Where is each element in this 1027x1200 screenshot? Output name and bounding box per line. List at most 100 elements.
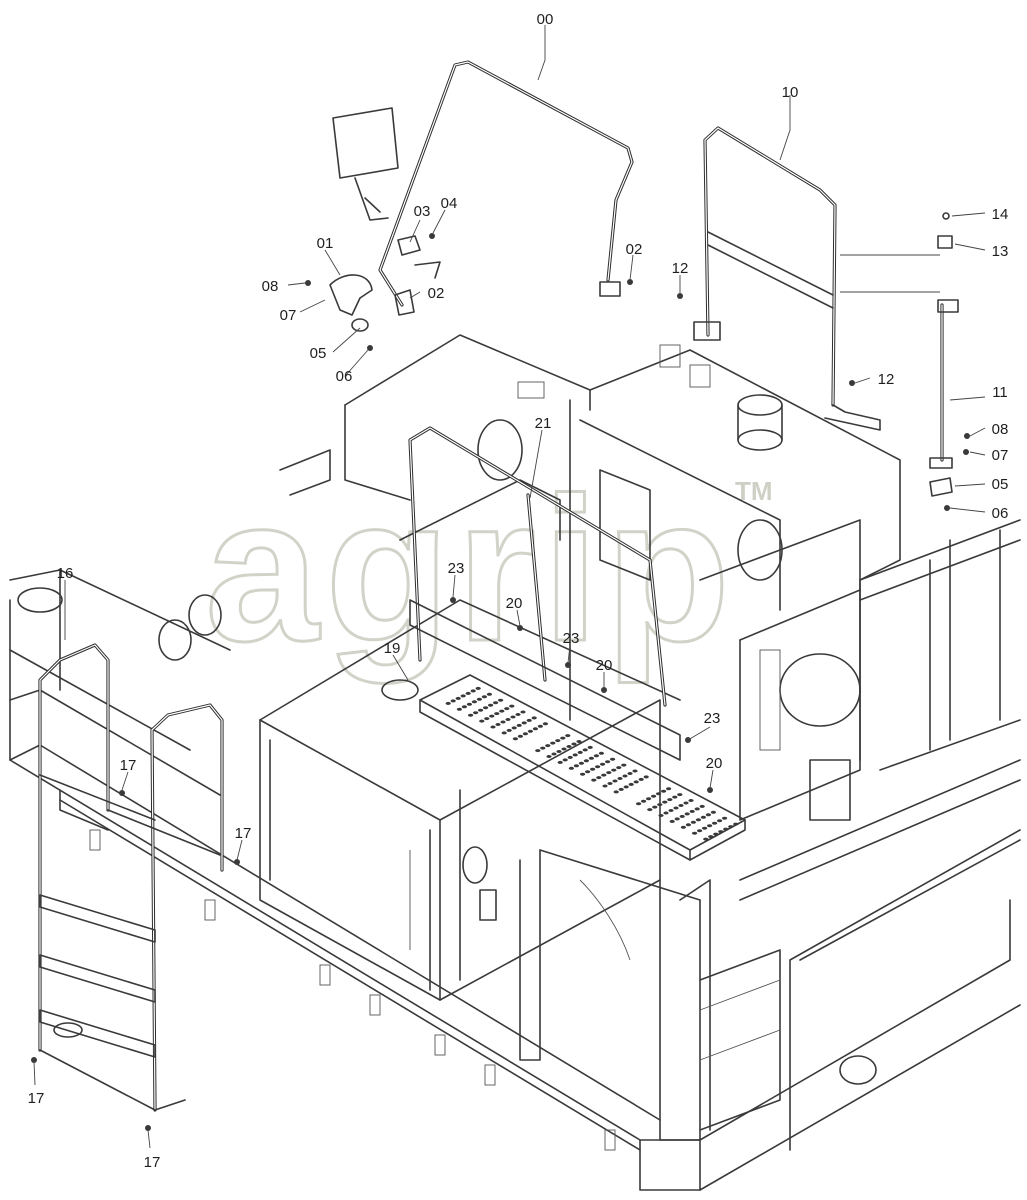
plate-hole bbox=[688, 799, 694, 802]
step-plate-holes bbox=[445, 686, 739, 841]
plate-hole bbox=[489, 714, 495, 718]
callout-08-left: 08 bbox=[262, 278, 279, 295]
plate-hole bbox=[516, 723, 522, 727]
plate-hole bbox=[583, 759, 590, 763]
plate-hole bbox=[484, 717, 490, 721]
plate-hole bbox=[520, 710, 526, 714]
plate-hole bbox=[545, 744, 551, 748]
plate-hole bbox=[632, 769, 638, 773]
plate-hole bbox=[685, 823, 692, 827]
plate-hole bbox=[667, 798, 673, 802]
plate-hole bbox=[471, 700, 477, 704]
plate-hole bbox=[571, 742, 577, 746]
callout-23-a: 23 bbox=[448, 560, 465, 577]
plate-hole bbox=[551, 752, 557, 756]
callout-19: 19 bbox=[384, 640, 401, 657]
plate-hole bbox=[674, 817, 680, 821]
plate-hole bbox=[562, 758, 568, 762]
plate-hole bbox=[490, 725, 496, 729]
callout-07-right: 07 bbox=[992, 447, 1009, 464]
callout-06-right: 06 bbox=[992, 505, 1009, 522]
watermark-text: agrip bbox=[205, 455, 736, 684]
callout-04: 04 bbox=[441, 195, 458, 212]
leader-lines bbox=[33, 25, 986, 1149]
bolts bbox=[31, 233, 970, 1131]
plate-hole bbox=[511, 726, 517, 730]
plate-hole bbox=[598, 751, 605, 755]
plate-hole bbox=[522, 732, 529, 736]
callout-17-d: 17 bbox=[144, 1154, 161, 1171]
callout-06-left: 06 bbox=[336, 368, 353, 385]
plate-hole bbox=[656, 792, 662, 796]
callout-21: 21 bbox=[535, 415, 552, 432]
plate-hole bbox=[535, 749, 541, 753]
part-19-step-plate bbox=[381, 599, 746, 861]
plate-hole bbox=[661, 789, 667, 793]
plate-hole bbox=[588, 756, 595, 760]
plate-hole bbox=[628, 782, 634, 786]
plate-hole bbox=[532, 727, 539, 731]
plate-hole bbox=[601, 773, 607, 777]
plate-hole bbox=[515, 713, 521, 716]
plate-hole bbox=[684, 812, 690, 816]
callout-16: 16 bbox=[57, 565, 74, 582]
plate-hole bbox=[616, 766, 622, 770]
plate-hole bbox=[613, 790, 619, 794]
part-21-guard-rail bbox=[408, 426, 667, 707]
callout-17-b: 17 bbox=[235, 825, 252, 842]
plate-hole bbox=[506, 728, 512, 732]
plate-hole bbox=[710, 810, 717, 814]
plate-hole bbox=[695, 818, 702, 822]
plate-hole bbox=[565, 734, 571, 738]
callout-17-a: 17 bbox=[120, 757, 137, 774]
plate-hole bbox=[703, 837, 709, 841]
plate-hole bbox=[605, 760, 611, 764]
plate-hole bbox=[677, 793, 683, 797]
plate-hole bbox=[602, 784, 608, 788]
plate-hole bbox=[479, 719, 485, 723]
plate-hole bbox=[611, 768, 617, 772]
plate-hole bbox=[510, 715, 516, 719]
plate-hole bbox=[483, 706, 489, 710]
plate-hole bbox=[651, 794, 657, 798]
plate-hole bbox=[647, 808, 653, 812]
battery-cabinet bbox=[259, 519, 861, 1141]
plate-hole bbox=[590, 767, 596, 771]
callout-00: 00 bbox=[537, 11, 554, 28]
plate-hole bbox=[702, 826, 708, 830]
plate-hole bbox=[495, 723, 501, 726]
plate-hole bbox=[733, 822, 739, 826]
plate-hole bbox=[718, 830, 724, 834]
plate-hole bbox=[638, 777, 644, 781]
callout-23-c: 23 bbox=[704, 710, 721, 727]
callout-11: 11 bbox=[992, 384, 1008, 401]
plate-hole bbox=[512, 737, 519, 741]
part-11-bracket bbox=[929, 212, 959, 497]
plate-hole bbox=[707, 824, 713, 828]
plate-hole bbox=[557, 760, 563, 764]
plate-hole bbox=[700, 815, 707, 819]
plate-hole bbox=[617, 777, 623, 780]
plate-hole bbox=[546, 755, 552, 758]
plate-hole bbox=[576, 740, 582, 743]
plate-hole bbox=[521, 721, 527, 725]
plate-hole bbox=[672, 795, 678, 799]
plate-hole bbox=[486, 692, 492, 696]
plate-hole bbox=[542, 722, 549, 726]
callout-05-left: 05 bbox=[310, 345, 327, 362]
callout-23-b: 23 bbox=[563, 630, 580, 647]
plate-hole bbox=[526, 718, 532, 722]
engine-housing bbox=[279, 334, 901, 721]
plate-hole bbox=[708, 835, 714, 839]
plate-hole bbox=[517, 734, 524, 738]
callout-02-upper: 02 bbox=[626, 241, 643, 258]
plate-hole bbox=[717, 819, 723, 823]
plate-hole bbox=[636, 802, 642, 806]
plate-hole bbox=[678, 804, 684, 807]
plate-hole bbox=[679, 814, 685, 818]
plate-hole bbox=[622, 774, 628, 778]
plate-hole bbox=[561, 747, 567, 751]
plate-hole bbox=[697, 829, 703, 833]
plate-hole bbox=[540, 746, 546, 750]
